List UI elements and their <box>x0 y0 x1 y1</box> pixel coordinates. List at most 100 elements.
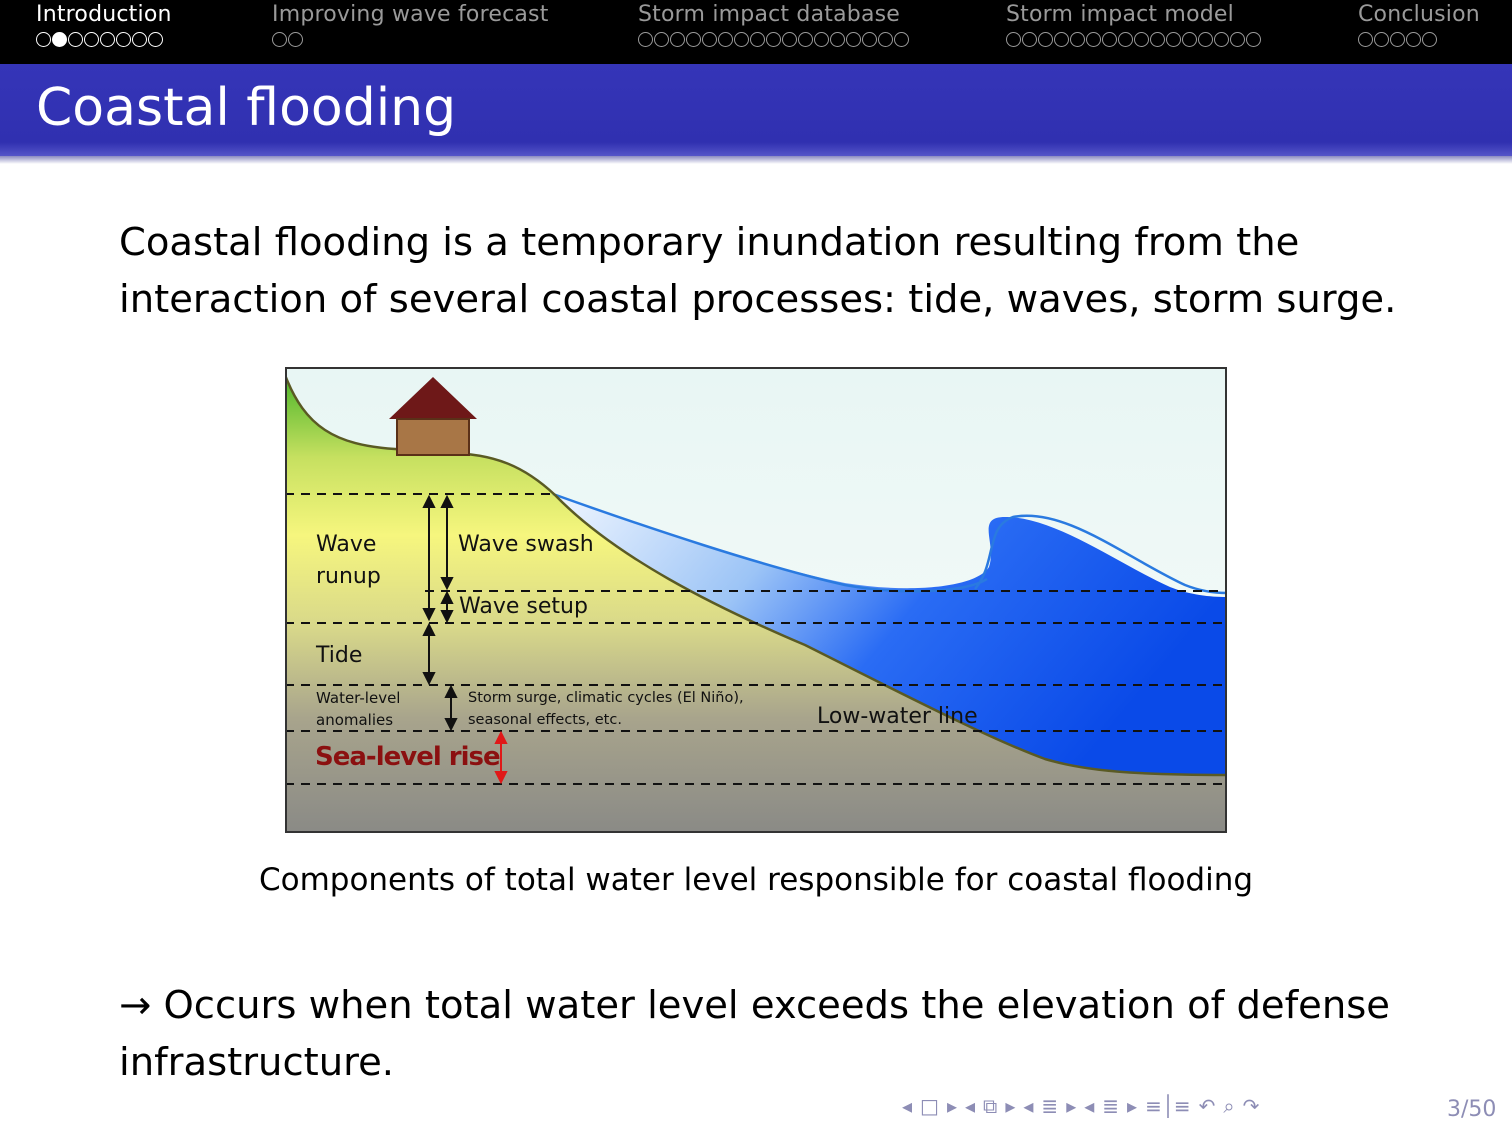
nav-slide-dots <box>1006 29 1261 49</box>
nav-slide-dot[interactable] <box>1390 32 1405 47</box>
nav-slide-dot[interactable] <box>1070 32 1085 47</box>
nav-slide-dot[interactable] <box>894 32 909 47</box>
nav-slide-dot[interactable] <box>132 32 147 47</box>
nav-slide-dot[interactable] <box>1182 32 1197 47</box>
nav-slide-dot[interactable] <box>1230 32 1245 47</box>
diagram-svg: Wave runup Wave swash Wave setup Tide Wa… <box>285 367 1227 833</box>
arrow-left-icon[interactable]: ◂ <box>1023 1094 1034 1118</box>
arrow-right-icon[interactable]: ▸ <box>946 1094 957 1118</box>
frame-title-bar: Coastal flooding <box>0 64 1512 156</box>
house <box>396 418 470 456</box>
nav-slide-dot[interactable] <box>1054 32 1069 47</box>
arrow-left-icon[interactable]: ◂ <box>965 1094 976 1118</box>
label-wave-runup-2: runup <box>316 564 381 589</box>
conclusion-paragraph: → Occurs when total water level exceeds … <box>119 983 1390 1085</box>
section-icon[interactable]: ≣ <box>1102 1094 1120 1118</box>
align-icon[interactable]: ≡│≡ <box>1145 1094 1191 1118</box>
nav-slide-dot[interactable] <box>686 32 701 47</box>
arrow-right-icon[interactable]: ▸ <box>1066 1094 1077 1118</box>
nav-slide-dot[interactable] <box>1086 32 1101 47</box>
nav-slide-dot[interactable] <box>798 32 813 47</box>
label-tide: Tide <box>315 643 362 668</box>
nav-slide-dot[interactable] <box>52 32 67 47</box>
nav-section-conclusion[interactable]: Conclusion <box>1358 2 1480 49</box>
nav-slide-dot[interactable] <box>1246 32 1261 47</box>
nav-slide-dots <box>638 29 909 49</box>
arrow-left-icon[interactable]: ◂ <box>1084 1094 1095 1118</box>
label-storm-surge-1: Storm surge, climatic cycles (El Niño), <box>468 690 744 706</box>
page-number: 3/50 <box>1447 1097 1497 1122</box>
nav-slide-dot[interactable] <box>288 32 303 47</box>
beamer-navigation-symbols: ◂ □ ▸ ◂ ⧉ ▸ ◂ ≣ ▸ ◂ ≣ ▸ ≡│≡ ↶ ⌕ ↷ <box>898 1091 1263 1121</box>
title-shadow <box>0 156 1512 164</box>
label-anomalies-1: Water-level <box>316 689 400 707</box>
nav-slide-dot[interactable] <box>878 32 893 47</box>
search-icon[interactable]: ⌕ <box>1223 1094 1235 1118</box>
frame-title: Coastal flooding <box>36 78 457 138</box>
nav-slide-dot[interactable] <box>1166 32 1181 47</box>
nav-slide-dot[interactable] <box>1198 32 1213 47</box>
undo-icon[interactable]: ↶ <box>1198 1094 1216 1118</box>
nav-slide-dot[interactable] <box>36 32 51 47</box>
nav-slide-dots <box>36 29 172 49</box>
nav-slide-dot[interactable] <box>1374 32 1389 47</box>
nav-slide-dot[interactable] <box>766 32 781 47</box>
nav-slide-dot[interactable] <box>68 32 83 47</box>
nav-slide-dot[interactable] <box>1006 32 1021 47</box>
nav-slide-dot[interactable] <box>750 32 765 47</box>
section-icon[interactable]: ≣ <box>1041 1094 1059 1118</box>
nav-slide-dot[interactable] <box>862 32 877 47</box>
arrow-left-icon[interactable]: ◂ <box>902 1094 913 1118</box>
nav-slide-dot[interactable] <box>1038 32 1053 47</box>
nav-section-storm-impact-database[interactable]: Storm impact database <box>638 2 909 49</box>
nav-slide-dots <box>1358 29 1480 49</box>
nav-slide-dot[interactable] <box>654 32 669 47</box>
nav-slide-dot[interactable] <box>782 32 797 47</box>
nav-slide-dot[interactable] <box>100 32 115 47</box>
label-storm-surge-2: seasonal effects, etc. <box>468 712 622 728</box>
nav-slide-dot[interactable] <box>670 32 685 47</box>
nav-slide-dot[interactable] <box>1406 32 1421 47</box>
redo-icon[interactable]: ↷ <box>1242 1094 1260 1118</box>
nav-slide-dot[interactable] <box>1422 32 1437 47</box>
subsection-icon[interactable]: ⧉ <box>983 1094 998 1118</box>
nav-slide-dot[interactable] <box>830 32 845 47</box>
nav-slide-dot[interactable] <box>1150 32 1165 47</box>
nav-slide-dot[interactable] <box>638 32 653 47</box>
nav-section-introduction[interactable]: Introduction <box>36 2 172 49</box>
nav-section-title[interactable]: Storm impact model <box>1006 2 1234 27</box>
arrow-right-icon[interactable]: ▸ <box>1127 1094 1138 1118</box>
nav-slide-dot[interactable] <box>814 32 829 47</box>
coastal-flooding-diagram: Wave runup Wave swash Wave setup Tide Wa… <box>285 367 1227 833</box>
nav-slide-dot[interactable] <box>1214 32 1229 47</box>
nav-slide-dot[interactable] <box>702 32 717 47</box>
nav-section-title[interactable]: Conclusion <box>1358 2 1480 27</box>
label-wave-swash: Wave swash <box>458 532 594 557</box>
intro-paragraph: Coastal flooding is a temporary inundati… <box>119 220 1397 322</box>
nav-slide-dot[interactable] <box>1118 32 1133 47</box>
nav-slide-dot[interactable] <box>84 32 99 47</box>
nav-slide-dot[interactable] <box>846 32 861 47</box>
nav-slide-dot[interactable] <box>1134 32 1149 47</box>
nav-slide-dot[interactable] <box>272 32 287 47</box>
nav-section-storm-impact-model[interactable]: Storm impact model <box>1006 2 1261 49</box>
nav-slide-dot[interactable] <box>718 32 733 47</box>
label-low-water-line: Low-water line <box>817 704 978 729</box>
label-wave-setup: Wave setup <box>459 594 588 619</box>
label-anomalies-2: anomalies <box>316 711 393 729</box>
nav-slide-dot[interactable] <box>1102 32 1117 47</box>
nav-slide-dot[interactable] <box>1358 32 1373 47</box>
house-roof <box>389 377 477 419</box>
nav-section-title[interactable]: Introduction <box>36 2 172 27</box>
arrow-right-icon[interactable]: ▸ <box>1005 1094 1016 1118</box>
nav-slide-dot[interactable] <box>734 32 749 47</box>
nav-section-title[interactable]: Improving wave forecast <box>272 2 549 27</box>
section-navigation-bar: Introduction Improving wave forecast Sto… <box>0 0 1512 64</box>
nav-slide-dot[interactable] <box>148 32 163 47</box>
nav-slide-dot[interactable] <box>1022 32 1037 47</box>
nav-slide-dot[interactable] <box>116 32 131 47</box>
figure-caption: Components of total water level responsi… <box>258 862 1254 898</box>
nav-section-improving-wave-forecast[interactable]: Improving wave forecast <box>272 2 549 49</box>
nav-section-title[interactable]: Storm impact database <box>638 2 901 27</box>
frame-icon[interactable]: □ <box>920 1094 939 1118</box>
